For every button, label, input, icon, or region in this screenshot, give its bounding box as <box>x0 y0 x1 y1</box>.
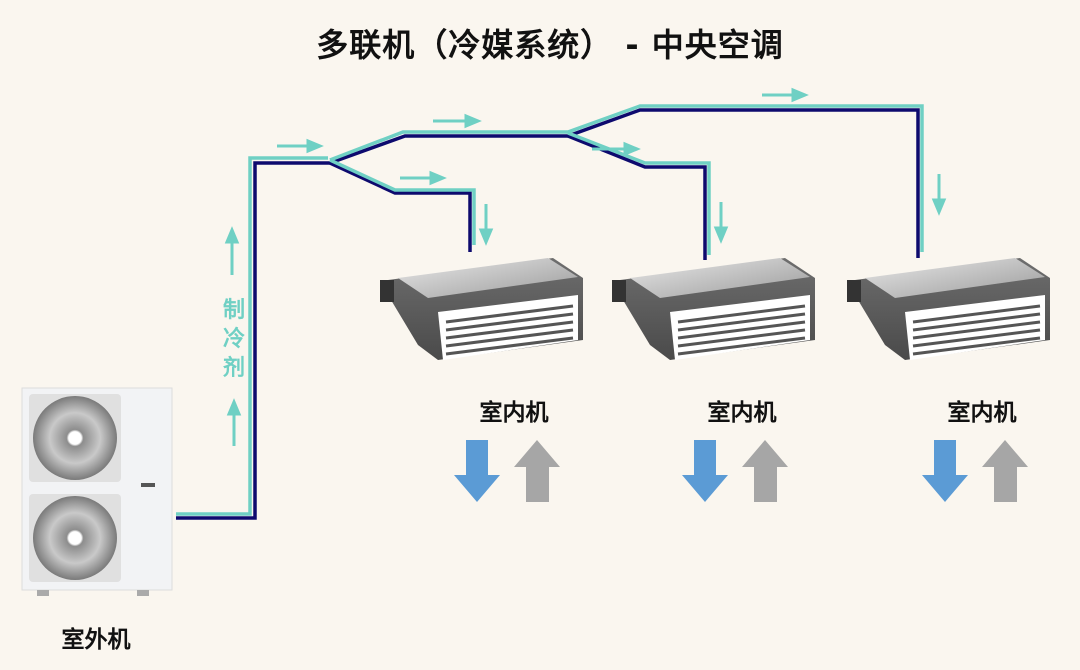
diagram-title: 多联机（冷媒系统） - 中央空调 <box>316 26 784 64</box>
air-flow-arrows-1 <box>454 440 560 502</box>
indoor-unit-2 <box>610 256 817 362</box>
air-flow-arrows-2 <box>682 440 788 502</box>
flow-arrows <box>224 87 947 446</box>
refrigerant-label: 制冷剂 <box>222 298 245 381</box>
air-flow-arrows-3 <box>922 440 1028 502</box>
fan-icon <box>33 496 117 580</box>
liquid-pipe <box>176 104 924 516</box>
gas-pipe <box>176 108 920 520</box>
indoor-unit-3 <box>845 256 1052 362</box>
outdoor-unit <box>21 387 173 596</box>
indoor-unit-1 <box>378 256 585 362</box>
fan-icon <box>33 396 117 480</box>
indoor-unit-label-2: 室内机 <box>707 400 777 426</box>
refrigerant-pipes <box>176 104 924 520</box>
indoor-unit-label-3: 室内机 <box>947 400 1017 426</box>
indoor-unit-label-1: 室内机 <box>479 400 549 426</box>
outdoor-unit-label: 室外机 <box>61 627 131 653</box>
